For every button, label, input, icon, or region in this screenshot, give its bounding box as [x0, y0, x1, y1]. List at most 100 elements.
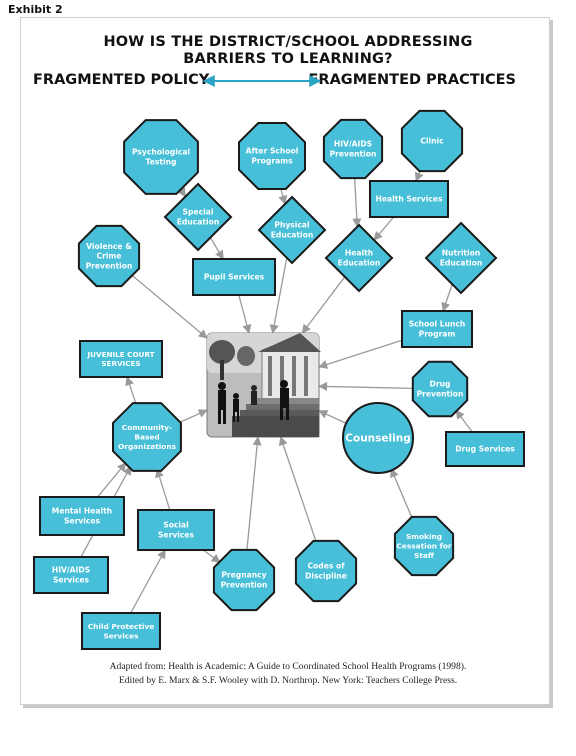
node-counseling-circle	[342, 402, 414, 474]
node-health-ed-label: Health	[345, 249, 373, 258]
node-physical-label: Physical	[274, 221, 309, 230]
arrow-physical-to-center	[269, 257, 288, 334]
node-codes-label: Discipline	[305, 572, 347, 581]
node-community-label: Organizations	[118, 442, 177, 451]
node-smoking-label: Cessation for	[396, 542, 451, 551]
node-smoking-label: Smoking	[406, 532, 442, 541]
node-health-ed-label: Education	[338, 259, 381, 268]
node-juvenile-rect	[79, 340, 163, 378]
node-pregnancy-octagon	[212, 548, 276, 612]
node-special-label: Special	[183, 208, 214, 217]
node-smoking-octagon	[393, 515, 455, 577]
node-health-serv-label: Health Services	[375, 195, 442, 204]
node-nutrition-diamond	[424, 221, 498, 295]
node-psych-octagon	[123, 119, 199, 195]
arrow-child-to-social	[130, 549, 166, 614]
node-drug-prev-label: Prevention	[417, 390, 464, 399]
arrow-social-to-community	[155, 468, 171, 511]
arrow-community-to-center	[177, 409, 208, 424]
node-nutrition-label: Education	[440, 259, 483, 268]
school-building-with-students-picture	[206, 332, 321, 438]
fragmented-practices-label: FRAGMENTED PRACTICES	[308, 72, 516, 88]
node-lunch-label: School Lunch	[409, 320, 466, 329]
node-juvenile-label: JUVENILE COURT	[87, 350, 155, 359]
node-nutrition-label: Nutrition	[442, 249, 481, 258]
node-juvenile-label: SERVICES	[101, 359, 140, 368]
node-health-serv: Health Services	[369, 180, 449, 218]
node-violence-octagon	[77, 224, 141, 288]
arrow-violence-to-center	[131, 274, 208, 339]
arrow-special-to-pupil	[209, 237, 224, 260]
node-after-label: After School	[246, 147, 299, 156]
node-mental-label: Mental Health	[52, 507, 112, 516]
arrow-pupil-to-center	[238, 294, 252, 334]
node-drug-prev-label: Drug	[430, 380, 451, 389]
node-pregnancy-label: Prevention	[221, 581, 268, 590]
arrow-hiv-prev-to-health-ed	[352, 177, 362, 228]
caption-line-1: Adapted from: Health is Academic: A Guid…	[109, 661, 467, 672]
connection-arrows	[80, 168, 473, 614]
node-physical-diamond	[257, 195, 327, 265]
node-drug-serv-label: Drug Services	[455, 445, 515, 454]
node-physical-label: Education	[271, 231, 314, 240]
node-psych-label: Testing	[146, 158, 177, 167]
arrow-health-ed-to-center	[301, 276, 346, 334]
node-hiv-serv-label: HIV/AIDS	[52, 566, 90, 575]
node-lunch-rect	[401, 310, 473, 348]
arrow-community-to-juvenile	[125, 376, 138, 406]
node-hiv-serv-rect	[33, 556, 109, 594]
node-drug-prev-octagon	[411, 360, 469, 418]
node-codes-octagon	[294, 539, 358, 603]
node-special-label: Education	[177, 218, 220, 227]
node-social-label: Services	[158, 531, 195, 540]
caption-line-2: Edited by E. Marx & S.F. Wooley with D. …	[118, 675, 458, 686]
node-counseling: Counseling	[342, 402, 414, 474]
node-hiv-serv-label: Services	[53, 576, 90, 585]
node-community-octagon	[112, 402, 182, 472]
node-pregnancy-label: Pregnancy	[221, 571, 266, 580]
node-community-label: Based	[134, 433, 159, 442]
node-pupil-rect	[192, 258, 276, 296]
arrow-health-serv-to-health-ed	[373, 216, 395, 241]
node-pupil-label: Pupil Services	[204, 273, 265, 282]
node-special-diamond	[163, 182, 233, 252]
arrow-smoking-to-counseling	[390, 468, 414, 520]
node-mental-rect	[39, 496, 125, 536]
node-clinic-label: Clinic	[420, 137, 443, 146]
node-child-label: Services	[103, 631, 139, 640]
arrow-pregnancy-to-center	[246, 436, 262, 551]
node-clinic: Clinic	[400, 109, 464, 173]
node-hiv-prev-label: Prevention	[330, 150, 377, 159]
arrow-lunch-to-center	[318, 339, 403, 369]
node-after-label: Programs	[251, 157, 293, 166]
node-drug-serv-rect	[445, 431, 525, 467]
node-community-label: Community-	[122, 423, 172, 432]
node-after-octagon	[238, 122, 306, 190]
node-pupil: Pupil Services	[192, 258, 276, 296]
node-mental-label: Services	[64, 517, 101, 526]
node-psych-label: Psychological	[132, 148, 190, 157]
node-social-label: Social	[163, 521, 189, 530]
node-lunch-label: Program	[419, 330, 456, 339]
node-codes-label: Codes of	[307, 562, 345, 571]
node-health-ed-diamond	[324, 223, 394, 293]
node-child-rect	[81, 612, 161, 650]
